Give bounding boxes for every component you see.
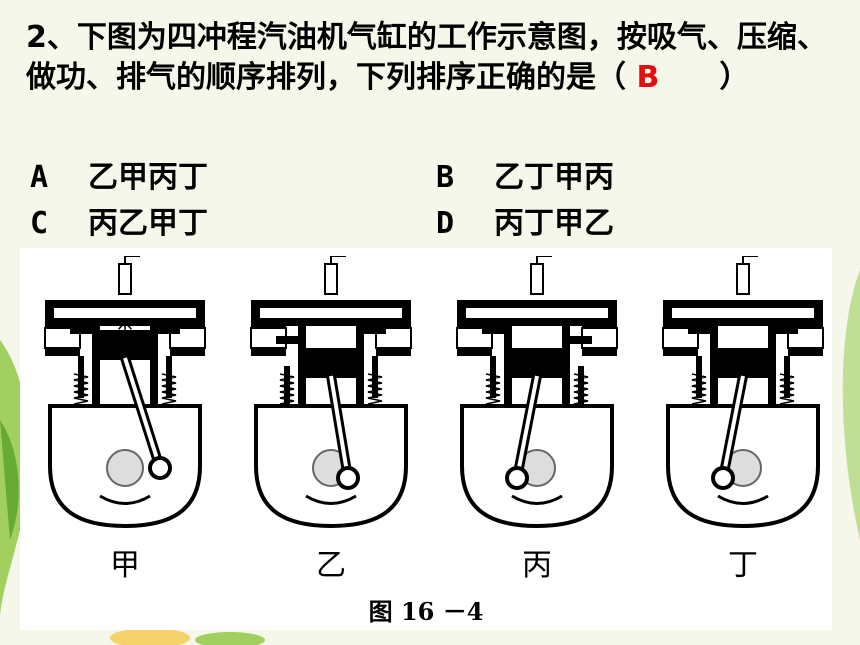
option-text: 丙丁甲乙: [494, 206, 614, 241]
exhaust-valve: [776, 326, 798, 334]
exhaust-valve: [158, 326, 180, 334]
crank-pin: [711, 466, 735, 490]
option-text: 乙丁甲丙: [494, 160, 614, 195]
intake-valve: [688, 326, 710, 334]
head-channel: [260, 308, 402, 318]
piston: [718, 348, 768, 378]
engine-label: 乙: [316, 548, 346, 583]
head-channel: [54, 308, 196, 318]
connecting-rod-highlight: [515, 375, 539, 479]
cylinder-wall-right: [562, 326, 570, 406]
rotation-arrow: [305, 494, 357, 505]
spark-burst: [124, 320, 132, 323]
cylinder-wall-right: [356, 326, 364, 406]
option-text: 丙乙甲丁: [88, 206, 208, 241]
figure-panel: 甲 乙 丙 丁 图 16 －4: [20, 248, 832, 630]
engine-diagram-yi: [236, 255, 426, 536]
intake-valve: [482, 326, 504, 334]
exhaust-valve-spring: [573, 373, 589, 405]
rotation-arrow: [511, 494, 563, 505]
piston: [512, 348, 562, 378]
exhaust-valve-spring: [367, 373, 383, 405]
engine-diagram-bing: [442, 255, 632, 536]
spark-plug: [118, 263, 132, 295]
option-b: B 乙丁甲丙: [436, 158, 614, 198]
flower-decoration-bottom: [110, 628, 265, 645]
option-letter: B: [436, 160, 455, 195]
connecting-rod-highlight: [721, 375, 745, 479]
option-text: 乙甲丙丁: [88, 160, 208, 195]
crank-wheel: [106, 449, 144, 487]
spark-plug-wire: [124, 255, 140, 264]
intake-valve-spring: [73, 373, 89, 405]
engine-label: 丙: [522, 548, 552, 583]
cylinder-wall-left: [298, 326, 306, 406]
exhaust-valve-stem: [166, 356, 172, 398]
exhaust-valve-spring: [161, 373, 177, 405]
question-text: 2、下图为四冲程汽油机气缸的工作示意图，按吸气、压缩、做功、排气的顺序排列，下列…: [26, 18, 846, 98]
spark-burst: [118, 320, 126, 323]
engine-diagram-ding: [648, 255, 838, 536]
answer-letter: B: [636, 60, 660, 95]
leaf-decoration-right: [842, 270, 860, 540]
engine-cylinder-icon: [44, 255, 206, 529]
crank-pin: [505, 466, 529, 490]
spark-burst: [115, 321, 126, 326]
crank-pin: [336, 466, 360, 490]
spark-plug-wire: [536, 255, 552, 264]
exhaust-valve: [570, 336, 592, 344]
option-letter: C: [30, 206, 49, 241]
engine-cylinder-icon: [662, 255, 824, 529]
option-letter: A: [30, 160, 49, 195]
question-stem: 2、下图为四冲程汽油机气缸的工作示意图，按吸气、压缩、做功、排气的顺序排列，下列…: [26, 20, 827, 95]
intake-valve-stem: [490, 356, 496, 398]
rotation-arrow: [99, 494, 151, 505]
spark-plug: [324, 263, 338, 295]
question-paren-close: ）: [659, 60, 750, 95]
cylinder-wall-left: [710, 326, 718, 406]
crank-pin: [148, 456, 172, 480]
engine-diagram-jia: [30, 255, 220, 536]
intake-valve-stem: [78, 356, 84, 398]
figure-caption: 图 16 －4: [368, 597, 484, 626]
option-a: A 乙甲丙丁: [30, 158, 208, 198]
intake-valve: [276, 336, 298, 344]
connecting-rod-highlight: [329, 375, 350, 479]
engine-cylinder-icon: [250, 255, 412, 529]
cylinder-wall-left: [504, 326, 512, 406]
engine-cylinder-icon: [456, 255, 618, 529]
spark-burst: [124, 321, 135, 326]
intake-valve-stem: [696, 356, 702, 398]
spark-plug-wire: [330, 255, 346, 264]
engine-label: 丁: [728, 548, 758, 583]
option-d: D 丙丁甲乙: [436, 204, 614, 244]
exhaust-valve-stem: [784, 356, 790, 398]
spark-plug-wire: [742, 255, 758, 264]
connecting-rod-highlight: [123, 357, 162, 469]
cylinder-wall-right: [150, 326, 158, 406]
piston: [306, 348, 356, 378]
spark-plug: [530, 263, 544, 295]
intake-valve: [70, 326, 92, 334]
engine-label: 甲: [110, 548, 140, 583]
exhaust-valve-stem: [372, 356, 378, 398]
option-c: C 丙乙甲丁: [30, 204, 208, 244]
spark-burst: [118, 321, 126, 330]
intake-valve-spring: [691, 373, 707, 405]
spark-burst: [124, 321, 132, 330]
cylinder-wall-right: [768, 326, 776, 406]
head-channel: [466, 308, 608, 318]
option-letter: D: [436, 206, 455, 241]
head-channel: [672, 308, 814, 318]
exhaust-valve: [364, 326, 386, 334]
rotation-arrow: [717, 494, 769, 505]
exhaust-valve-spring: [779, 373, 795, 405]
piston: [100, 330, 150, 360]
intake-valve-spring: [485, 373, 501, 405]
spark-plug: [736, 263, 750, 295]
intake-valve-spring: [279, 373, 295, 405]
cylinder-wall-left: [92, 326, 100, 406]
